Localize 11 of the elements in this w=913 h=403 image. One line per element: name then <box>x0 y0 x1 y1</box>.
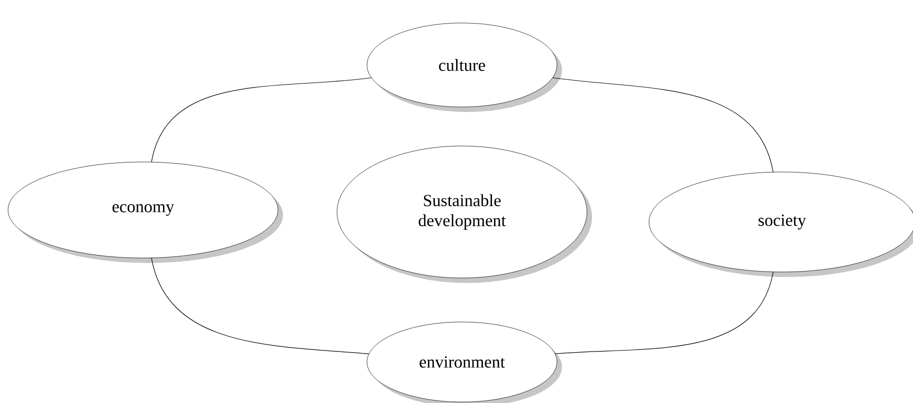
connector-arc <box>151 77 372 162</box>
ellipse-node: culture <box>366 22 562 112</box>
ellipse-node: economy <box>8 162 283 263</box>
node-label: environment <box>420 356 505 368</box>
connector-arc <box>554 272 774 354</box>
connector-arc <box>552 77 774 172</box>
node-label: society <box>758 214 806 230</box>
ellipse-node: Sustainable development <box>336 146 592 283</box>
connector-arc <box>151 258 370 354</box>
ellipse-node: environment <box>366 322 562 403</box>
ellipse-node: society <box>648 172 913 277</box>
